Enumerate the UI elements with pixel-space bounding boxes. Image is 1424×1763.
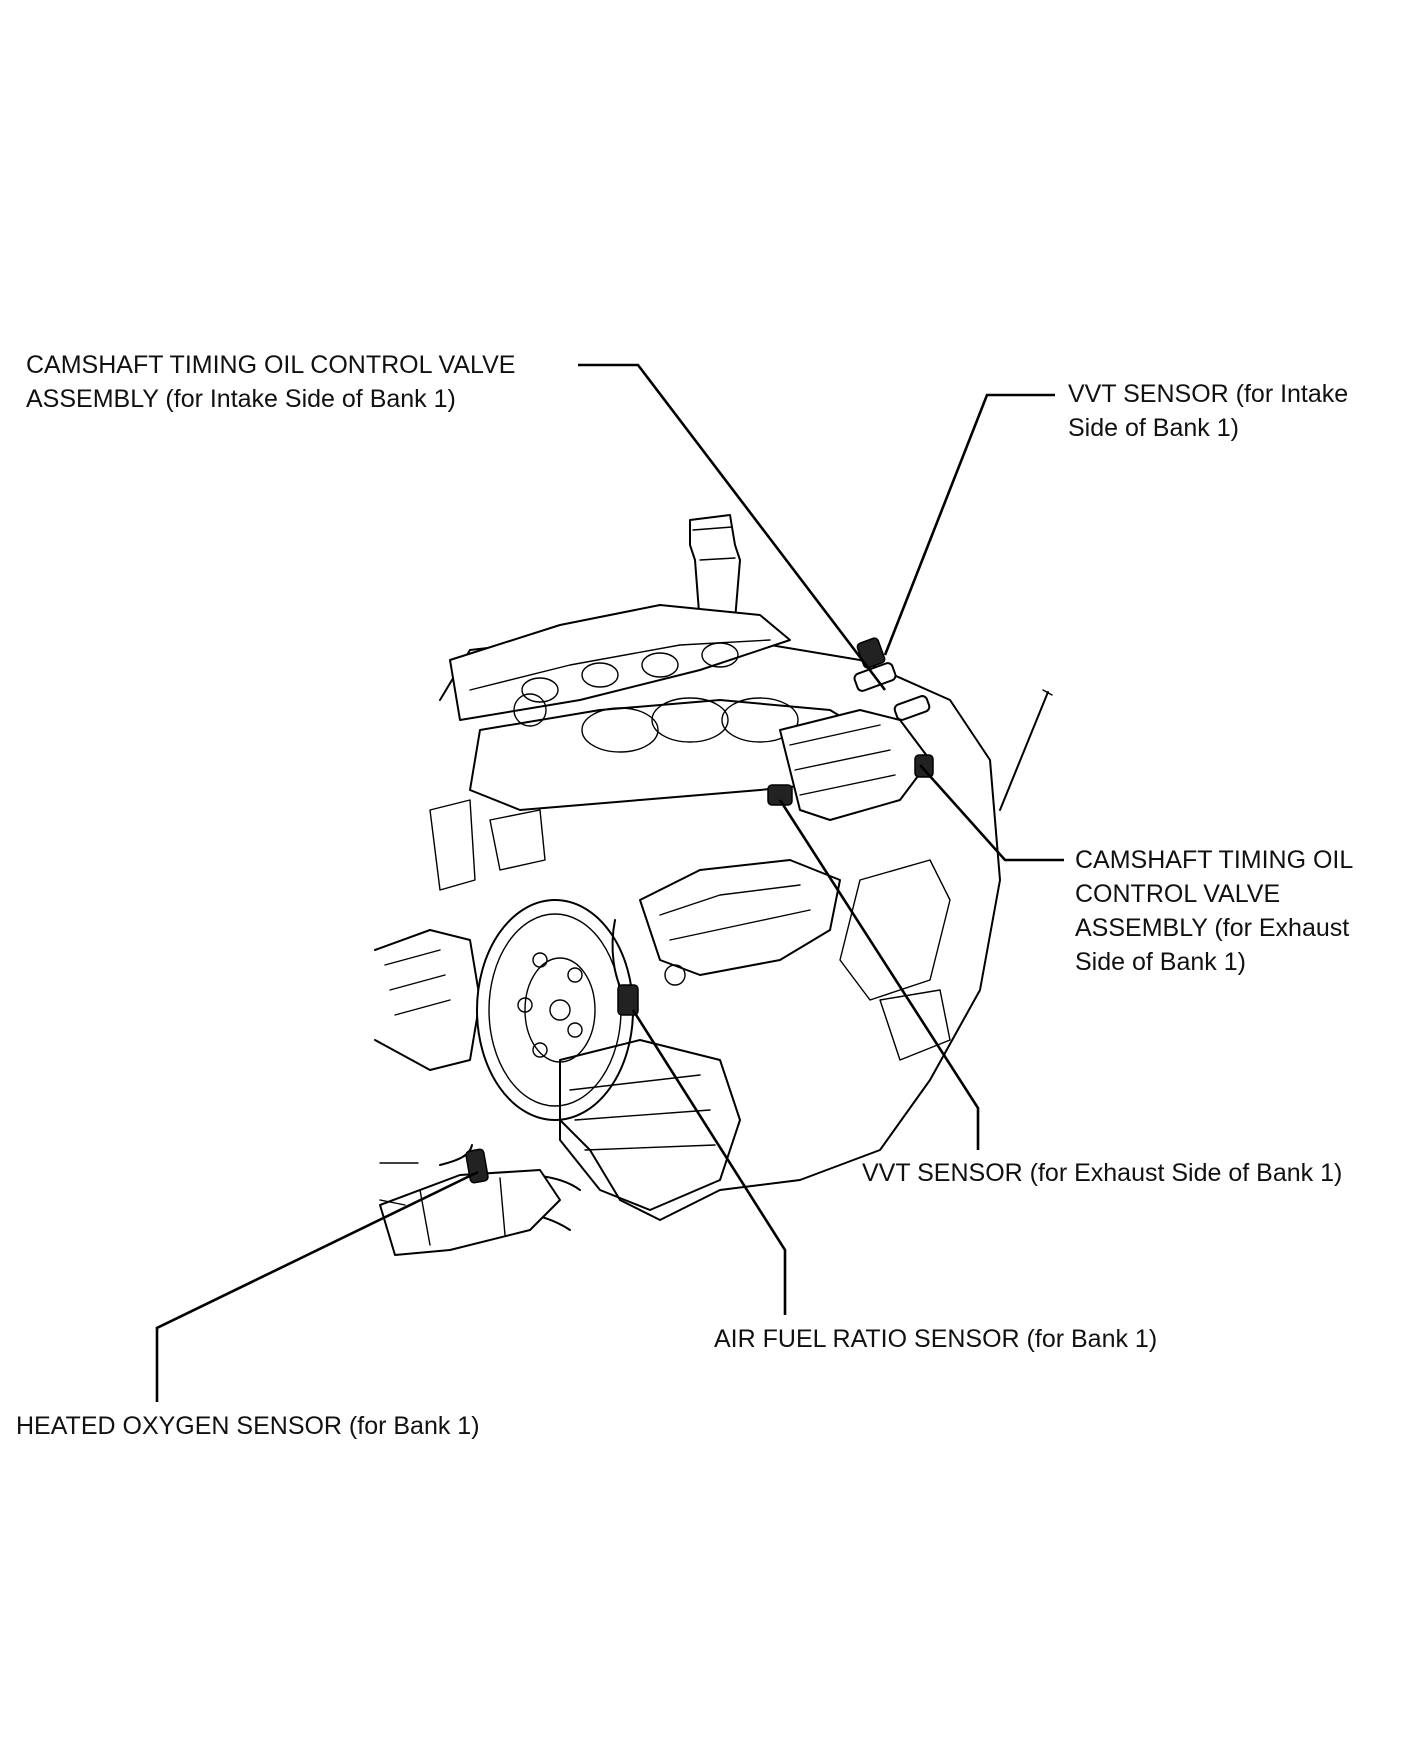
- label-line: VVT SENSOR (for Exhaust Side of Bank 1): [862, 1159, 1343, 1187]
- label-line: Side of Bank 1): [1075, 948, 1246, 976]
- vvt-sensor-exhaust-part: [767, 784, 793, 806]
- label-vvt-intake: VVT SENSOR (for Intake Side of Bank 1): [1068, 377, 1348, 445]
- label-ocv-intake: CAMSHAFT TIMING OIL CONTROL VALVE ASSEMB…: [26, 348, 515, 416]
- leader-af-sensor: [631, 1009, 787, 1315]
- label-vvt-exhaust: VVT SENSOR (for Exhaust Side of Bank 1): [862, 1156, 1342, 1190]
- label-ho2-sensor: HEATED OXYGEN SENSOR (for Bank 1): [16, 1409, 480, 1443]
- leader-vvt-intake: [883, 393, 1055, 656]
- label-ocv-exhaust: CAMSHAFT TIMING OIL CONTROL VALVE ASSEMB…: [1075, 843, 1353, 979]
- flywheel: [476, 899, 634, 1121]
- af-sensor-part: [617, 984, 639, 1016]
- engine-illustration: [374, 514, 1053, 1256]
- label-af-sensor: AIR FUEL RATIO SENSOR (for Bank 1): [714, 1322, 1157, 1356]
- ocv-exhaust-part: [893, 695, 931, 721]
- leader-ho2-sensor: [155, 1170, 479, 1402]
- label-line: HEATED OXYGEN SENSOR (for Bank 1): [16, 1412, 480, 1440]
- label-line: CONTROL VALVE: [1075, 880, 1281, 908]
- label-line: CAMSHAFT TIMING OIL CONTROL VALVE: [26, 351, 516, 379]
- leader-ocv-exhaust: [919, 764, 1064, 862]
- label-line: CAMSHAFT TIMING OIL: [1075, 846, 1354, 874]
- label-line: ASSEMBLY (for Intake Side of Bank 1): [26, 385, 456, 413]
- label-line: VVT SENSOR (for Intake: [1068, 380, 1349, 408]
- leader-vvt-exhaust: [778, 799, 980, 1150]
- leader-ocv-intake: [578, 363, 887, 691]
- label-line: ASSEMBLY (for Exhaust: [1075, 914, 1350, 942]
- label-line: AIR FUEL RATIO SENSOR (for Bank 1): [714, 1325, 1158, 1353]
- label-line: Side of Bank 1): [1068, 414, 1239, 442]
